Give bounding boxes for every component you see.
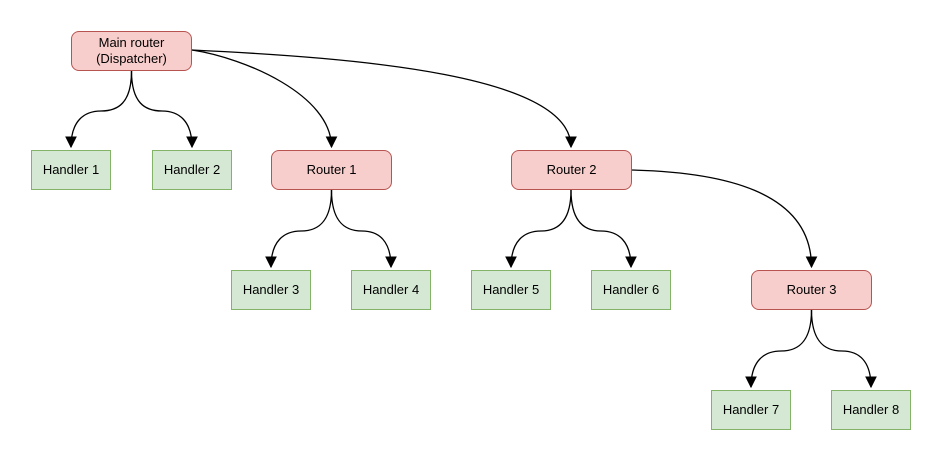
node-router-2: Router 2	[511, 150, 632, 190]
edge-router2-to-handler6	[570, 189, 637, 269]
node-router-1: Router 1	[271, 150, 392, 190]
node-handler-4: Handler 4	[351, 270, 431, 310]
edge-main-to-router2	[191, 49, 577, 149]
edge-router3-to-handler7	[745, 309, 813, 389]
node-handler-6: Handler 6	[591, 270, 671, 310]
node-handler-2: Handler 2	[152, 150, 232, 190]
node-handler-8: Handler 8	[831, 390, 911, 430]
node-handler-3: Handler 3	[231, 270, 311, 310]
node-main-router: Main router (Dispatcher)	[71, 31, 192, 71]
edge-router3-to-handler8	[810, 309, 877, 389]
edge-router1-to-handler4	[330, 189, 397, 269]
edge-router2-to-handler5	[505, 189, 572, 269]
edge-main-to-router1	[191, 49, 338, 149]
edge-main-to-handler2	[130, 70, 198, 149]
node-handler-1: Handler 1	[31, 150, 111, 190]
node-router-3: Router 3	[751, 270, 872, 310]
node-handler-7: Handler 7	[711, 390, 791, 430]
edge-router1-to-handler3	[265, 189, 333, 269]
edge-main-to-handler1	[65, 70, 133, 149]
edge-router2-to-router3	[630, 169, 818, 269]
node-handler-5: Handler 5	[471, 270, 551, 310]
